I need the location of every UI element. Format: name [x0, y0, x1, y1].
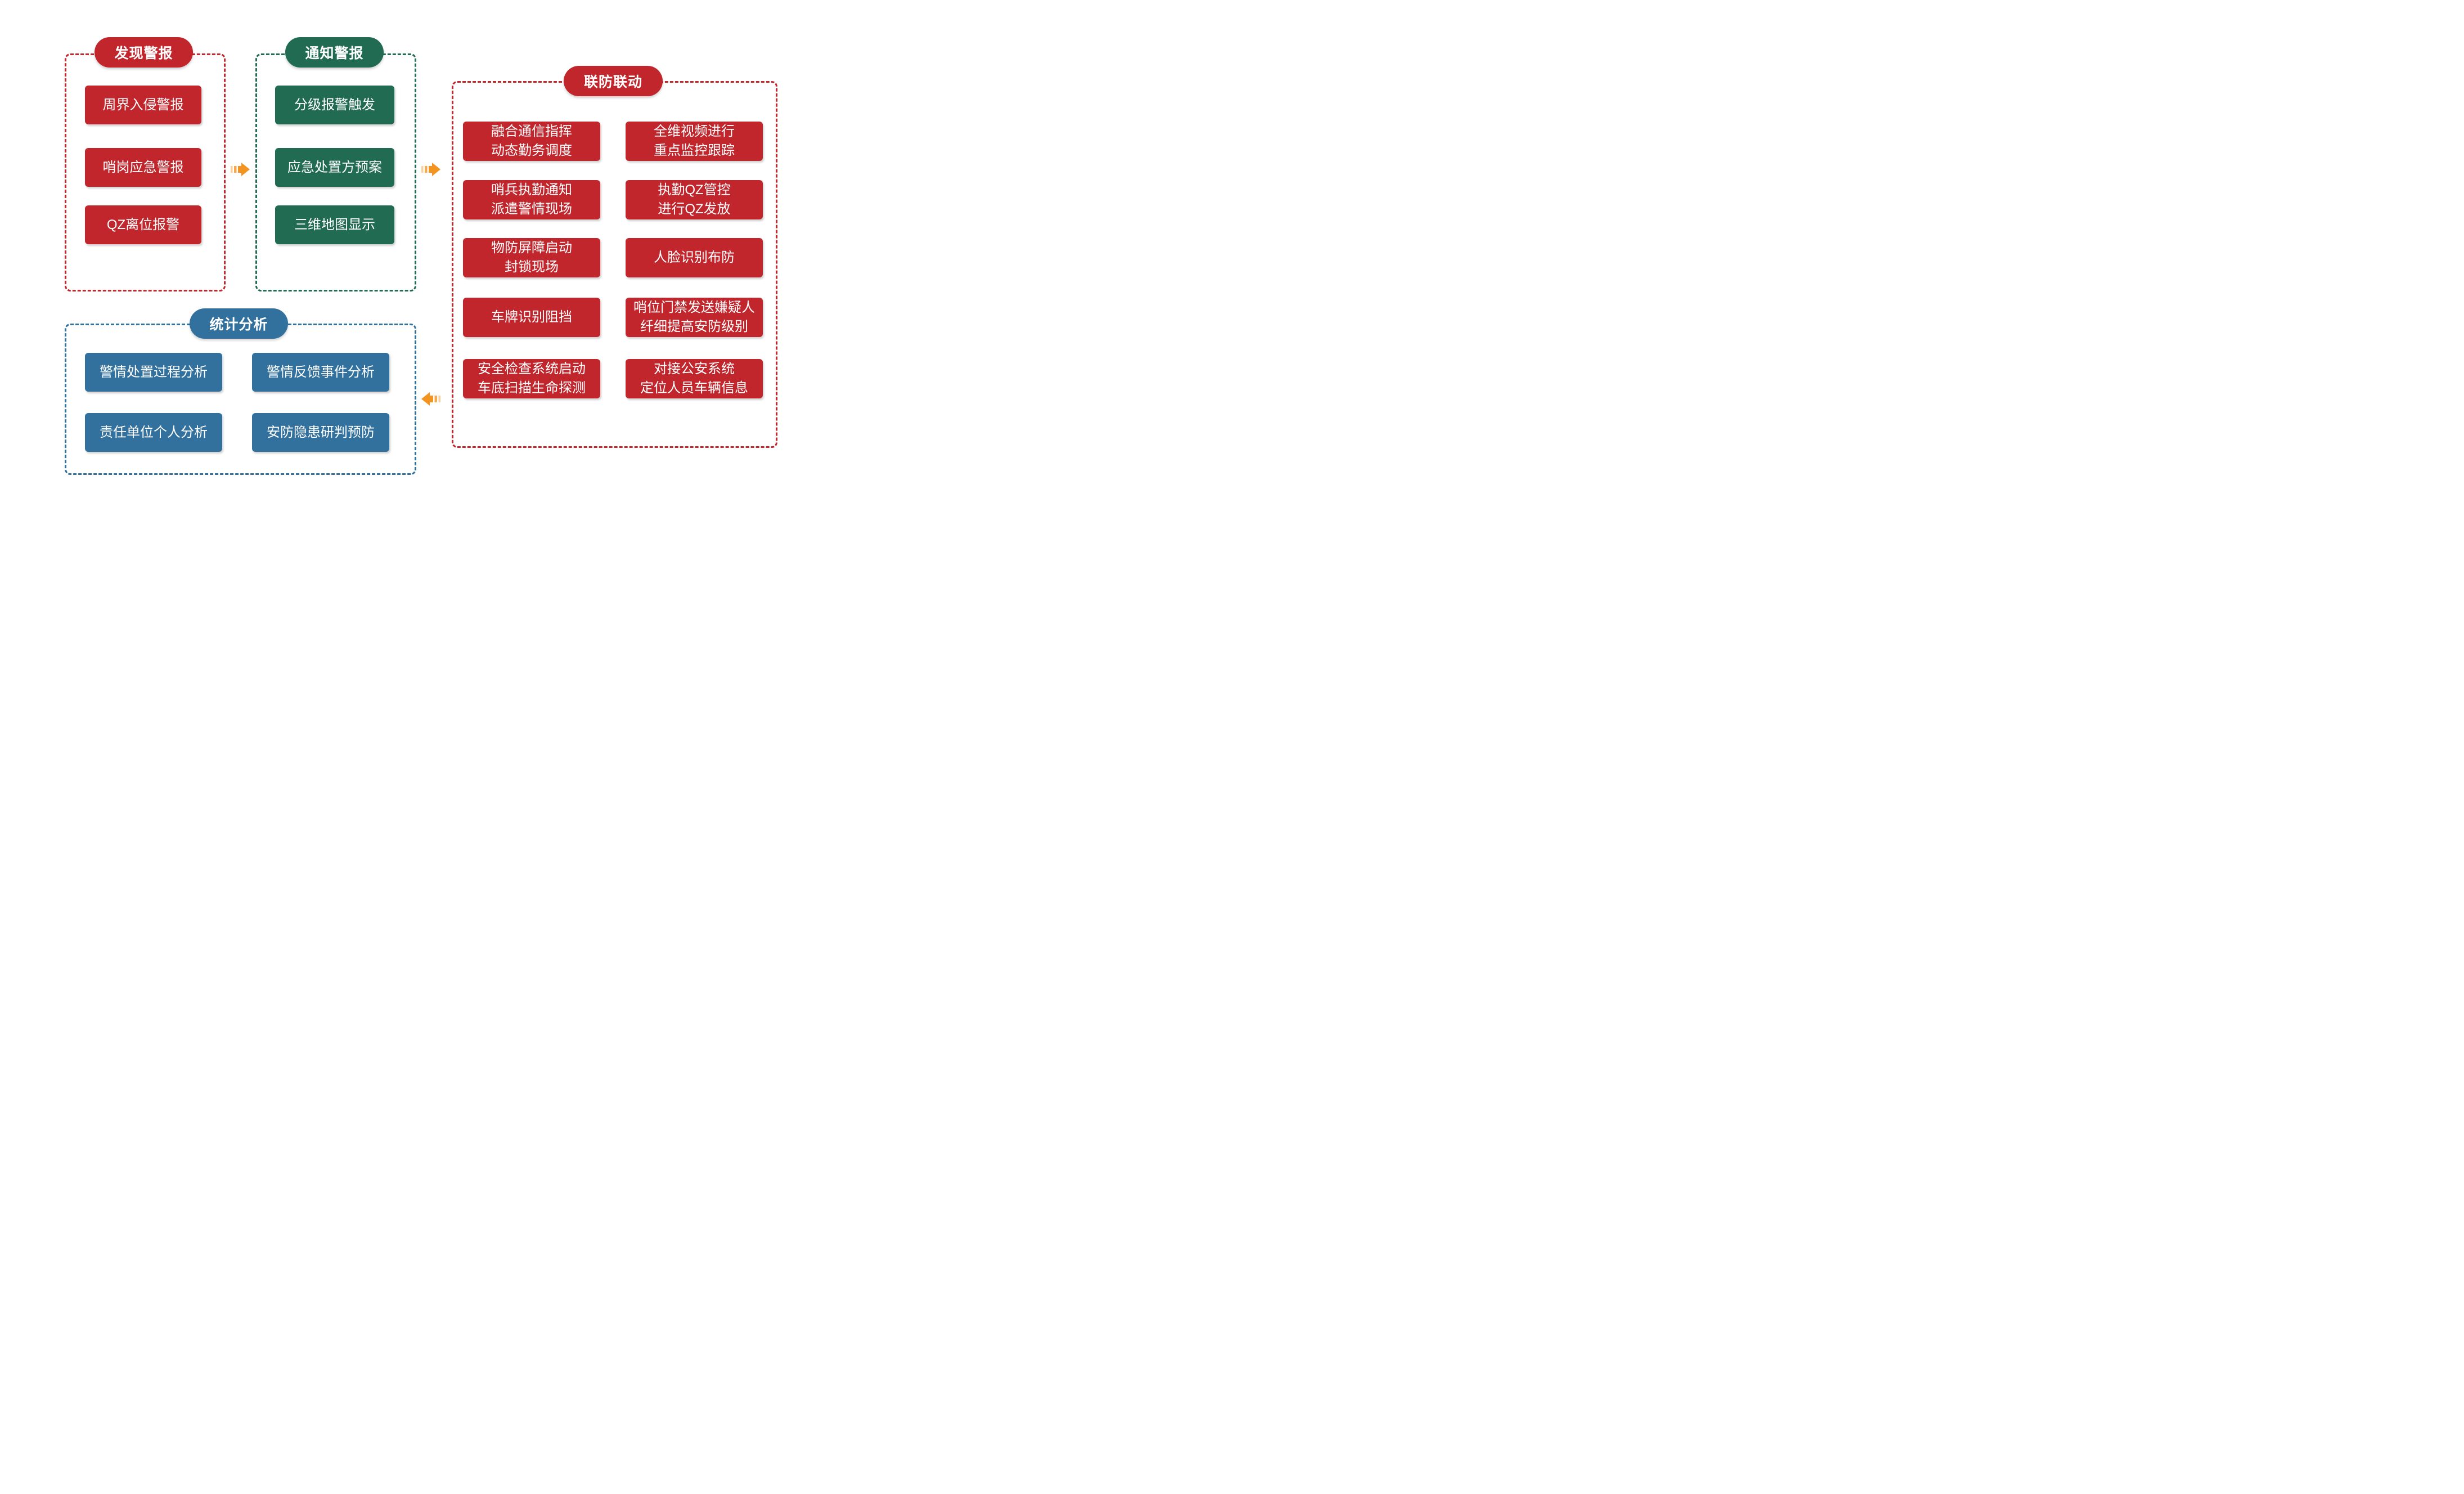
- node-responsible-unit-analysis: 责任单位个人分析: [85, 413, 222, 452]
- node-sentry-emergency-alarm: 哨岗应急警报: [85, 148, 201, 187]
- node-perimeter-intrusion-alarm: 周界入侵警报: [85, 86, 201, 124]
- pill-discover-alarm-title: 发现警报: [95, 37, 193, 68]
- flow-arrow-left-icon: [421, 391, 440, 407]
- panel-statistical-analysis: [65, 324, 416, 475]
- flow-arrow-right-icon: [421, 161, 440, 177]
- node-sentry-access-suspect: 哨位门禁发送嫌疑人 纤细提高安防级别: [626, 298, 763, 337]
- flow-diagram: 发现警报 通知警报 联防联动 统计分析 周界入侵警报 哨岗应急警报 QZ离位报警…: [0, 0, 821, 498]
- pill-statistical-analysis-title: 统计分析: [190, 308, 288, 339]
- node-hidden-danger-prediction: 安防隐患研判预防: [252, 413, 389, 452]
- flow-arrow-right-icon: [231, 161, 250, 177]
- node-omni-video-tracking: 全维视频进行 重点监控跟踪: [626, 122, 763, 161]
- node-physical-barrier-lockdown: 物防屏障启动 封锁现场: [463, 238, 600, 277]
- pill-notify-alarm-title: 通知警报: [285, 37, 384, 68]
- node-police-system-locating: 对接公安系统 定位人员车辆信息: [626, 359, 763, 398]
- node-3d-map-display: 三维地图显示: [275, 205, 394, 244]
- node-fusion-comm-dispatch: 融合通信指挥 动态勤务调度: [463, 122, 600, 161]
- node-sentry-duty-notice: 哨兵执勤通知 派遣警情现场: [463, 180, 600, 219]
- node-face-recognition-defense: 人脸识别布防: [626, 238, 763, 277]
- node-security-check-underscan: 安全检查系统启动 车底扫描生命探测: [463, 359, 600, 398]
- node-qz-off-position-alarm: QZ离位报警: [85, 205, 201, 244]
- node-graded-alarm-trigger: 分级报警触发: [275, 86, 394, 124]
- node-alarm-handling-analysis: 警情处置过程分析: [85, 353, 222, 392]
- node-emergency-response-plan: 应急处置方预案: [275, 148, 394, 187]
- node-plate-recognition-block: 车牌识别阻挡: [463, 298, 600, 337]
- node-alarm-feedback-analysis: 警情反馈事件分析: [252, 353, 389, 392]
- pill-joint-defense-title: 联防联动: [564, 66, 663, 96]
- node-duty-qz-control: 执勤QZ管控 进行QZ发放: [626, 180, 763, 219]
